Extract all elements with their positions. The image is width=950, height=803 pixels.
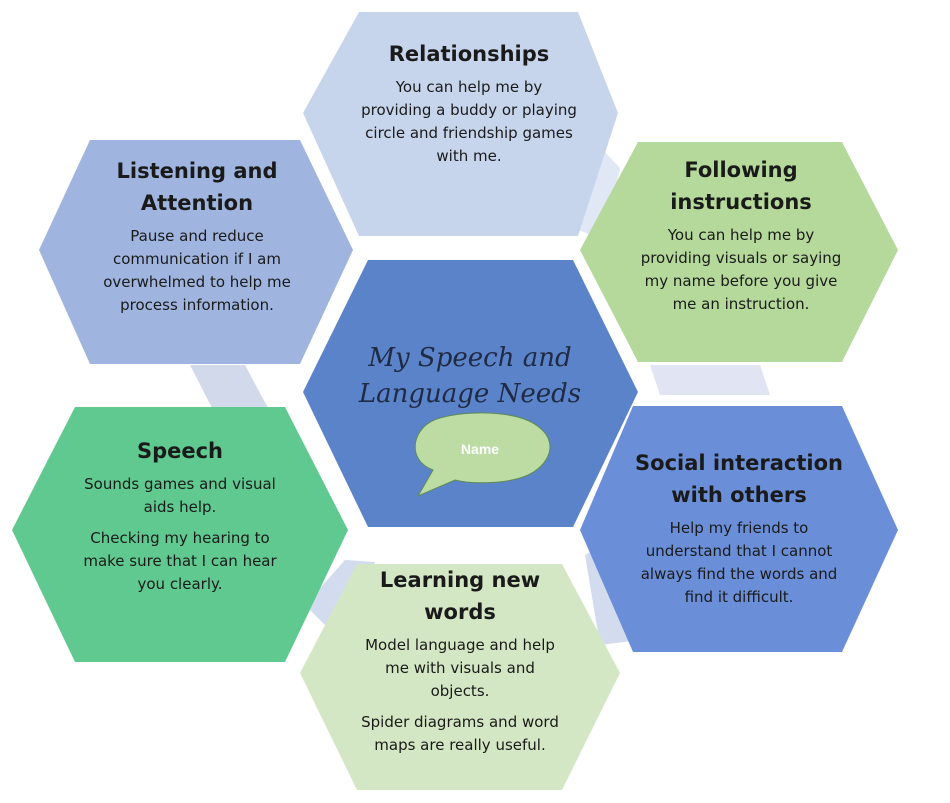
- social-title: Social interaction with others: [626, 447, 852, 511]
- listening-title-line1: Listening and: [116, 159, 278, 183]
- learning-text: Learning new words Model language and he…: [360, 564, 560, 757]
- connector-left: [190, 365, 268, 408]
- speech-title: Speech: [136, 439, 224, 463]
- learning-title-line1: Learning new: [379, 568, 541, 592]
- learning-body-1: Model language and help me with visuals …: [365, 636, 555, 700]
- social-body: Help my friends to understand that I can…: [640, 519, 838, 606]
- listening-hexagon: [39, 140, 353, 364]
- social-interaction-hexagon: [580, 406, 898, 652]
- center-hexagon: [303, 260, 638, 527]
- following-title-line2: instructions: [670, 190, 812, 214]
- center-title: My Speech and Language Needs: [330, 340, 610, 412]
- learning-hexagon: [300, 564, 620, 790]
- following-text: Following instructions You can help me b…: [640, 154, 842, 316]
- learning-body-2: Spider diagrams and word maps are really…: [361, 713, 559, 754]
- center-title-line1: My Speech and: [368, 343, 572, 373]
- relationships-title: Relationships: [388, 42, 550, 66]
- listening-text: Listening and Attention Pause and reduce…: [92, 155, 302, 317]
- listening-title: Listening and Attention: [92, 155, 302, 219]
- relationships-hexagon: [303, 12, 618, 236]
- learning-title-line2: words: [424, 600, 496, 624]
- social-title-line2: with others: [671, 483, 807, 507]
- following-hexagon: [580, 142, 898, 362]
- relationships-body: You can help me by providing a buddy or …: [361, 78, 577, 165]
- social-title-line1: Social interaction: [635, 451, 843, 475]
- following-title-line1: Following: [684, 158, 798, 182]
- speech-body-1: Sounds games and visual aids help.: [84, 475, 276, 516]
- connector-right: [650, 365, 770, 395]
- listening-body: Pause and reduce communication if I am o…: [103, 227, 291, 314]
- name-speech-bubble: [414, 412, 551, 498]
- learning-title: Learning new words: [360, 564, 560, 628]
- speech-hexagon: [12, 407, 348, 662]
- speech-body-2: Checking my hearing to make sure that I …: [83, 529, 277, 593]
- relationships-text: Relationships You can help me by providi…: [360, 38, 578, 168]
- social-text: Social interaction with others Help my f…: [626, 447, 852, 609]
- bubble-name-label: Name: [460, 441, 500, 457]
- center-title-line2: Language Needs: [358, 379, 582, 409]
- following-title: Following instructions: [640, 154, 842, 218]
- listening-title-line2: Attention: [140, 191, 254, 215]
- following-body: You can help me by providing visuals or …: [640, 226, 842, 313]
- speech-text: Speech Sounds games and visual aids help…: [70, 435, 290, 596]
